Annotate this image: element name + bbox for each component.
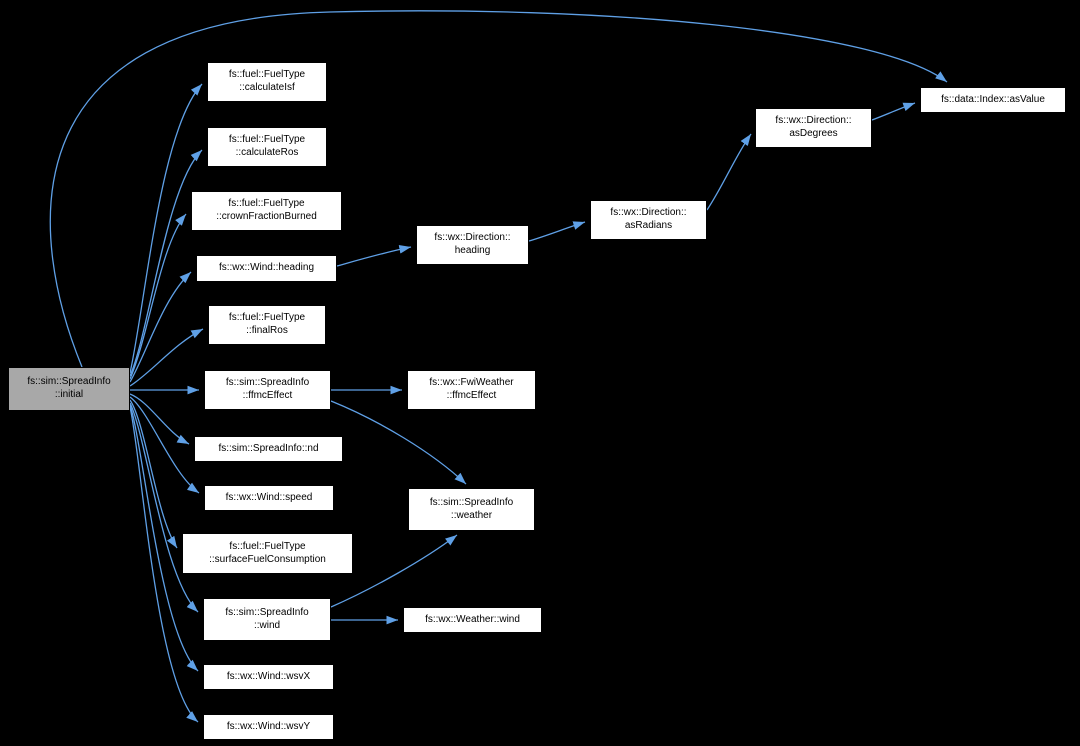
node-label: ::calculateRos bbox=[235, 147, 299, 158]
edge-initial-to-asValue bbox=[49, 10, 948, 368]
node-label: ::calculateIsf bbox=[239, 82, 295, 93]
node-label: fs::wx::Wind::speed bbox=[225, 491, 313, 503]
node-label: fs::fuel::FuelType bbox=[228, 69, 306, 81]
node-fs-sim-spreadinfo-nd[interactable]: fs::sim::SpreadInfo::nd bbox=[194, 436, 343, 462]
node-label: ::ffmcEffect bbox=[446, 390, 497, 401]
edge-directionHeading-to-asRadians bbox=[528, 221, 586, 242]
node-label: fs::sim::SpreadInfo bbox=[27, 376, 111, 388]
node-fs-wx-weather-wind[interactable]: fs::wx::Weather::wind bbox=[403, 607, 542, 633]
edge-initial-to-windSpeed bbox=[129, 396, 200, 494]
node-label: fs::wx::Wind::wsvY bbox=[226, 720, 311, 732]
node-fs-sim-spreadinfo-wind[interactable]: fs::sim::SpreadInfo ::wind bbox=[203, 598, 331, 641]
node-label: fs::wx::Wind::wsvX bbox=[226, 670, 311, 682]
node-fs-sim-spreadinfo-initial: fs::sim::SpreadInfo ::initial bbox=[8, 367, 130, 411]
node-fs-sim-spreadinfo-weather[interactable]: fs::sim::SpreadInfo ::weather bbox=[408, 488, 535, 531]
node-label: fs::data::Index::asValue bbox=[941, 93, 1045, 105]
node-label: fs::wx::Direction:: bbox=[775, 115, 852, 127]
edge-initial-to-spreadWind bbox=[129, 402, 199, 613]
node-fs-wx-wind-heading[interactable]: fs::wx::Wind::heading bbox=[196, 255, 337, 282]
edge-initial-to-calculateRos bbox=[129, 149, 203, 377]
node-fs-sim-spreadinfo-ffmceffect[interactable]: fs::sim::SpreadInfo ::ffmcEffect bbox=[204, 370, 331, 410]
node-fs-wx-direction-asradians[interactable]: fs::wx::Direction:: asRadians bbox=[590, 200, 707, 240]
node-label: fs::wx::Wind::heading bbox=[218, 262, 315, 274]
node-fs-fuel-fueltype-calculateisf[interactable]: fs::fuel::FuelType ::calculateIsf bbox=[207, 62, 327, 102]
edge-initial-to-wsvX bbox=[129, 404, 199, 672]
node-fs-fuel-fueltype-calculateros[interactable]: fs::fuel::FuelType ::calculateRos bbox=[207, 127, 327, 167]
node-label: fs::fuel::FuelType bbox=[229, 540, 306, 552]
node-label: fs::sim::SpreadInfo bbox=[429, 496, 514, 508]
node-fs-fuel-fueltype-surfacefuelconsumption[interactable]: fs::fuel::FuelType ::surfaceFuelConsumpt… bbox=[182, 533, 353, 574]
node-fs-wx-wind-wsvy[interactable]: fs::wx::Wind::wsvY bbox=[203, 714, 334, 740]
edge-ffmcEffect-to-weather bbox=[330, 400, 467, 485]
node-fs-wx-fwiweather-ffmceffect[interactable]: fs::wx::FwiWeather ::ffmcEffect bbox=[407, 370, 536, 410]
node-label: fs::wx::Direction:: bbox=[434, 232, 511, 244]
node-label: ::surfaceFuelConsumption bbox=[209, 553, 326, 565]
node-fs-data-index-asvalue[interactable]: fs::data::Index::asValue bbox=[920, 87, 1066, 113]
edge-initial-to-wsvY bbox=[129, 406, 199, 723]
node-label: ::crownFractionBurned bbox=[216, 211, 317, 222]
node-label: ::ffmcEffect bbox=[242, 390, 293, 401]
node-label: heading bbox=[454, 245, 491, 256]
node-fs-fuel-fueltype-finalros[interactable]: fs::fuel::FuelType ::finalRos bbox=[208, 305, 326, 345]
node-label: asDegrees bbox=[789, 128, 838, 139]
node-label: fs::sim::SpreadInfo bbox=[225, 606, 309, 618]
node-label: fs::sim::SpreadInfo bbox=[225, 377, 310, 389]
node-fs-fuel-fueltype-crownfractionburned[interactable]: fs::fuel::FuelType ::crownFractionBurned bbox=[191, 191, 342, 231]
node-label: ::wind bbox=[253, 619, 281, 631]
edge-initial-to-surfaceFuelConsumption bbox=[129, 399, 178, 549]
edge-windHeading-to-directionHeading bbox=[336, 244, 412, 267]
node-label: fs::fuel::FuelType bbox=[228, 198, 305, 210]
node-label: fs::fuel::FuelType bbox=[228, 134, 306, 146]
node-label: asRadians bbox=[624, 220, 673, 231]
node-label: fs::fuel::FuelType bbox=[228, 312, 306, 324]
node-fs-wx-wind-wsvx[interactable]: fs::wx::Wind::wsvX bbox=[203, 664, 334, 690]
edge-initial-to-windHeading bbox=[129, 271, 192, 383]
node-fs-wx-direction-heading[interactable]: fs::wx::Direction:: heading bbox=[416, 225, 529, 265]
node-label: fs::sim::SpreadInfo::nd bbox=[218, 442, 319, 454]
edge-initial-to-calculateIsf bbox=[129, 83, 203, 374]
edge-asDegrees-to-asValue bbox=[871, 102, 916, 121]
node-label: ::weather bbox=[450, 509, 493, 521]
edge-initial-to-finalRos bbox=[129, 328, 204, 387]
node-label: ::initial bbox=[54, 389, 84, 400]
node-label: ::finalRos bbox=[246, 325, 288, 336]
edge-spreadWind-to-weather bbox=[330, 534, 458, 608]
node-label: fs::wx::Weather::wind bbox=[425, 613, 520, 625]
edge-initial-to-crownFractionBurned bbox=[129, 213, 187, 380]
node-label: fs::wx::FwiWeather bbox=[429, 377, 514, 389]
edge-asRadians-to-asDegrees bbox=[706, 133, 752, 211]
edge-initial-to-nd bbox=[129, 393, 190, 445]
node-fs-wx-wind-speed[interactable]: fs::wx::Wind::speed bbox=[204, 485, 334, 511]
node-label: fs::wx::Direction:: bbox=[610, 207, 687, 219]
node-fs-wx-direction-asdegrees[interactable]: fs::wx::Direction:: asDegrees bbox=[755, 108, 872, 148]
